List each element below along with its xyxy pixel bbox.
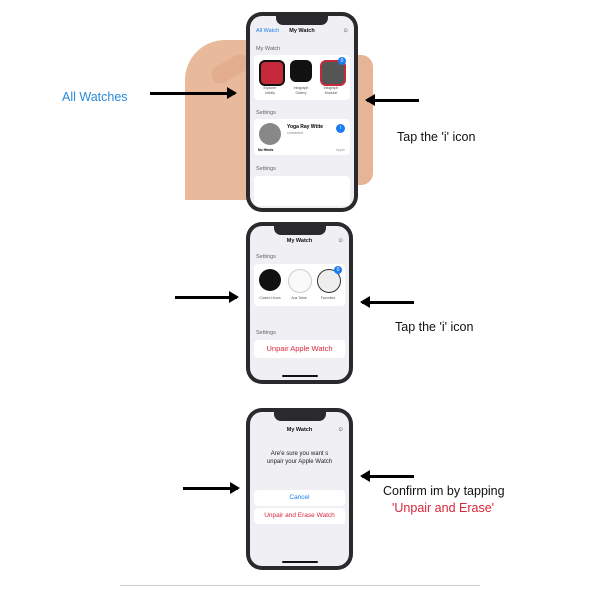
notch: [273, 226, 326, 235]
arrow-right: [150, 87, 237, 99]
nav-bar: My Watch ⊙: [250, 427, 349, 439]
phone-screen: My Watch ⊙ Are'e sure you want s unpair …: [250, 412, 349, 566]
face-label: Favorites: [320, 296, 336, 300]
step3-caption-highlight: 'Unpair and Erase': [392, 501, 495, 515]
watch-face[interactable]: [288, 269, 312, 293]
confirm-message: Are'e sure you want s unpair your Apple …: [266, 451, 333, 465]
nav-bar: My Watch ⊙: [250, 238, 349, 250]
info-gear-icon[interactable]: ⊙: [338, 427, 343, 433]
watch-face[interactable]: [320, 60, 346, 86]
watch-image: [259, 123, 281, 145]
phone-step1: All Watch My Watch ⊙ My Watch 0 Explorer…: [246, 12, 358, 212]
section-header: Settings: [256, 110, 276, 116]
arrow-left: [360, 470, 414, 482]
phone-screen: All Watch My Watch ⊙ My Watch 0 Explorer…: [250, 16, 354, 208]
nav-bar: All Watch My Watch ⊙: [250, 28, 354, 40]
cancel-button[interactable]: Cancel: [254, 490, 345, 506]
face-label: Explorer: [263, 86, 277, 90]
watch-right: Apple: [336, 148, 345, 152]
section-header: Settings: [256, 330, 276, 336]
info-icon[interactable]: 0: [334, 266, 342, 274]
step1-label: All Watches: [62, 90, 128, 104]
face-sublabel: Infinity: [264, 91, 276, 95]
face-sublabel: Modular: [324, 91, 338, 95]
info-icon[interactable]: i: [336, 124, 345, 133]
face-label: Aus Taine: [291, 296, 307, 300]
phone-step2: My Watch ⊙ Settings 0 Closed Hours Aus T…: [246, 222, 353, 384]
arrow-right: [175, 291, 239, 303]
face-label: Infograph: [293, 86, 309, 90]
watch-card[interactable]: Yoga Ray Wtite connected No Hinds Apple …: [254, 119, 350, 155]
nav-title: My Watch: [286, 238, 313, 244]
section-header: My Watch: [256, 46, 281, 52]
info-gear-icon[interactable]: ⊙: [343, 28, 348, 34]
step3-caption: Confirm im by tapping: [383, 484, 505, 498]
arrow-right: [183, 482, 240, 494]
nav-title: My Watch: [286, 427, 313, 433]
step1-caption: Tap the 'i' icon: [397, 130, 476, 144]
nav-title: My Watch: [289, 28, 315, 34]
faces-card: 0 Closed Hours Aus Taine Favorites: [254, 264, 345, 306]
home-indicator: [281, 561, 318, 563]
watch-face[interactable]: [259, 60, 285, 86]
notch: [276, 16, 328, 25]
faces-card: [254, 176, 350, 206]
watch-face[interactable]: [290, 60, 312, 82]
face-label: Closed Hours: [259, 296, 281, 300]
watch-name: Yoga Ray Wtite: [287, 124, 324, 130]
arrow-left: [360, 296, 414, 308]
badge: 0: [338, 57, 346, 65]
phone-step3: My Watch ⊙ Are'e sure you want s unpair …: [246, 408, 353, 570]
divider: [120, 585, 480, 586]
notch: [273, 412, 326, 421]
unpair-erase-button[interactable]: Unpair and Erase Watch: [254, 508, 345, 524]
arrow-left: [365, 94, 419, 106]
face-sublabel: Gallery: [295, 91, 307, 95]
face-label: Infograph: [323, 86, 339, 90]
faces-card: 0 Explorer Infinity Infograph Gallery In…: [254, 55, 350, 100]
home-indicator: [281, 375, 318, 377]
watch-status: No Hinds: [258, 148, 274, 152]
watch-sub: connected: [287, 131, 304, 135]
watch-face[interactable]: [259, 269, 281, 291]
step2-caption: Tap the 'i' icon: [395, 320, 474, 334]
unpair-button[interactable]: Unpair Apple Watch: [254, 340, 345, 358]
phone-screen: My Watch ⊙ Settings 0 Closed Hours Aus T…: [250, 226, 349, 380]
section-header: Settings: [256, 166, 276, 172]
info-gear-icon[interactable]: ⊙: [338, 238, 343, 244]
section-header: Settings: [256, 254, 276, 260]
back-button[interactable]: All Watch: [256, 28, 280, 34]
